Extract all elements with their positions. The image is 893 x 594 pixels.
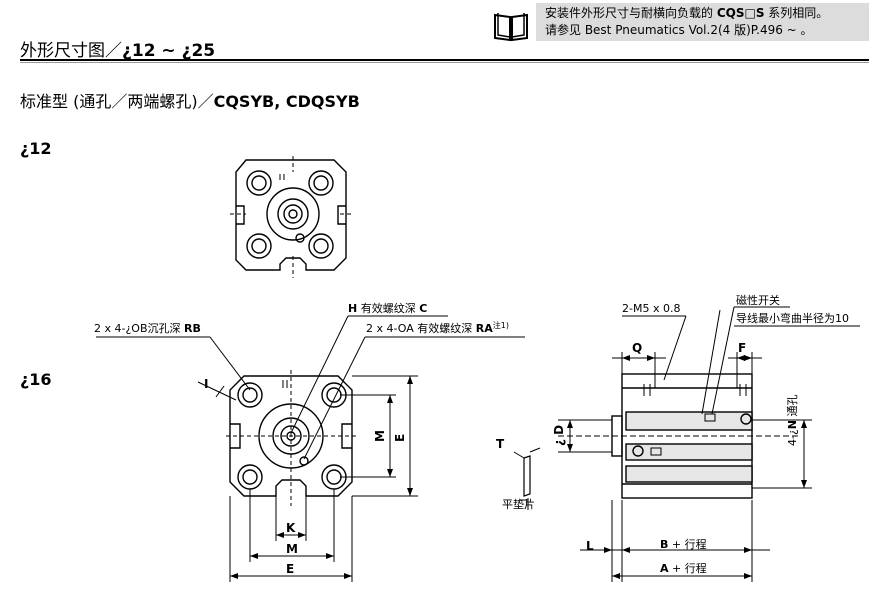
callout-shim: 平垫片 xyxy=(502,497,535,511)
dim-t: T xyxy=(496,437,505,451)
dim-e-vertical: E xyxy=(393,434,407,442)
side-view xyxy=(523,309,800,499)
dim-b-stroke: B + 行程 xyxy=(660,538,707,551)
callout-counterbore: 2 x 4-¿OB沉孔深 RB xyxy=(94,322,201,335)
callout-through-hole: 4-¿N 通孔 xyxy=(786,394,799,446)
size-label-12: ¿12 xyxy=(20,139,52,158)
dim-q: Q xyxy=(632,341,642,355)
size-label-16: ¿16 xyxy=(20,370,52,389)
section-title: 外形尺寸图／¿12 ~ ¿25 xyxy=(20,41,216,61)
dim-m-vertical: M xyxy=(373,430,387,442)
end-view-16 xyxy=(226,370,356,506)
reference-note: 安装件外形尺寸与耐横向负载的 CQS□S 系列相同。 请参见 Best Pneu… xyxy=(536,3,869,41)
reference-note-line-1: 安装件外形尺寸与耐横向负载的 CQS□S 系列相同。 xyxy=(545,6,829,20)
callout-lead-wire: 导线最小弯曲半径为10 xyxy=(736,311,849,325)
dim-e-horizontal: E xyxy=(286,562,294,576)
sub-title: 标准型 (通孔／两端螺孔)／CQSYB, CDQSYB xyxy=(20,92,360,111)
dim-f: F xyxy=(738,341,746,355)
dim-k: K xyxy=(286,521,296,535)
dimension-arrows-side xyxy=(567,355,807,579)
end-view-12 xyxy=(230,156,352,278)
dimension-lines-16 xyxy=(197,375,418,582)
callout-switch: 磁性开关 xyxy=(736,293,780,307)
dim-d: ¿ D xyxy=(552,425,566,446)
callout-thread-h: H 有效螺纹深 C xyxy=(348,301,427,315)
dim-l: L xyxy=(586,539,594,553)
dim-a-stroke: A + 行程 xyxy=(660,562,707,575)
dim-m-horizontal: M xyxy=(286,542,298,556)
reference-note-line-2: 请参见 Best Pneumatics Vol.2(4 版)P.496 ~ 。 xyxy=(545,23,813,37)
book-icon xyxy=(494,13,528,42)
title-rule xyxy=(20,59,869,61)
leader-lines-side xyxy=(520,306,860,501)
callout-port: 2-M5 x 0.8 xyxy=(622,302,680,315)
dimension-arrows-16 xyxy=(230,376,413,579)
title-rule-thin xyxy=(20,62,869,63)
callout-thread-oa: 2 x 4-OA 有效螺纹深 RA注1) xyxy=(366,320,509,335)
dim-i: I xyxy=(204,377,208,391)
leader-lines-16 xyxy=(96,315,525,460)
